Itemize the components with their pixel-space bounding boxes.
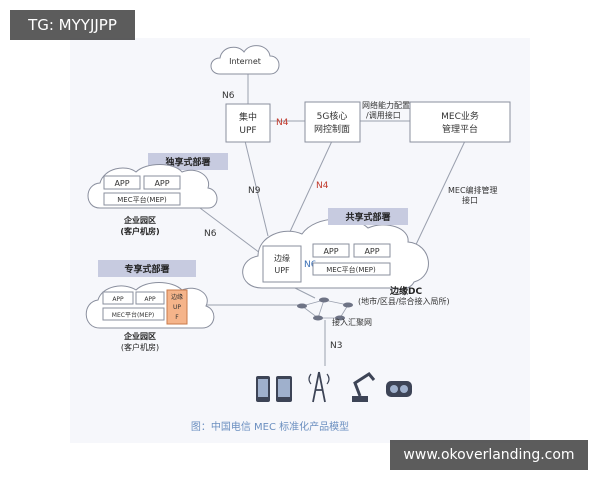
exclusive-mep: MEC平台(MEP) (112, 311, 154, 319)
central-upf-line1: 集中 (239, 111, 257, 123)
exclusive-deployment: 专享式部署 APP APP MEC平台(MEP) 边缘 UP F 企业园区 (客… (85, 260, 215, 352)
mec-business-line1: MEC业务 (441, 110, 479, 122)
small-edge-upf-line2: UP (173, 304, 181, 311)
shared-title: 共享式部署 (345, 211, 390, 223)
watermark-tag: TG: MYYJJPP (10, 10, 135, 40)
n4-mid-line (287, 140, 333, 237)
exclusive-campus-line2: (客户机房) (121, 342, 159, 352)
n6-left-line (199, 207, 261, 254)
cell-tower-icon (308, 371, 330, 403)
core-5g-line2: 网控制面 (314, 123, 350, 135)
n6-top-label: N6 (222, 91, 235, 101)
exclusive-app-2: APP (144, 296, 156, 303)
edge-upf-line1: 边缘 (274, 253, 290, 263)
edge-upf-line2: UPF (274, 266, 290, 275)
dedicated-title: 独享式部署 (164, 156, 210, 168)
n9-line (244, 140, 269, 237)
shared-mep: MEC平台(MEP) (326, 265, 376, 274)
aggregation-net-label: 接入汇聚网 (332, 317, 372, 327)
aggregation-network-icon (297, 297, 353, 321)
watermark-site: www.okoverlanding.com (390, 440, 588, 470)
figure-caption: 图：中国电信 MEC 标准化产品模型 (191, 420, 349, 433)
dedicated-deployment: 独享式部署 APP APP MEC平台(MEP) 企业园区 (客户机房) (87, 153, 228, 236)
n4-top-label: N4 (276, 118, 289, 128)
dedicated-campus-line1: 企业园区 (123, 215, 156, 225)
capability-label-line1: 网络能力配置 (362, 100, 410, 110)
small-edge-upf-line1: 边缘 (171, 293, 183, 301)
orchestration-line (411, 140, 466, 254)
n6-left-label: N6 (204, 229, 217, 239)
device-icons (256, 371, 412, 403)
exclusive-title: 专享式部署 (124, 263, 169, 275)
exclusive-app-1: APP (112, 296, 124, 303)
n9-label: N9 (248, 186, 261, 196)
dedicated-app-2: APP (154, 179, 169, 188)
mec-business-box: MEC业务 管理平台 (409, 101, 511, 143)
tablet-icon (276, 376, 292, 402)
shared-deployment: 共享式部署 边缘 UPF N6 APP APP MEC平台(MEP) (242, 208, 429, 290)
core-5g-line1: 5G核心 (317, 110, 348, 122)
central-upf-line2: UPF (239, 126, 256, 136)
diagram-panel: Internet N6 集中 UPF N4 5G核心 网控制面 网络能力配置 /… (70, 38, 530, 443)
small-edge-upf-line3: F (175, 314, 179, 321)
n3-label: N3 (330, 341, 342, 351)
central-upf-box: 集中 UPF (225, 103, 271, 143)
internet-cloud: Internet (210, 45, 280, 75)
mec-business-line2: 管理平台 (442, 123, 478, 135)
dedicated-mep: MEC平台(MEP) (117, 195, 167, 204)
dedicated-app-1: APP (114, 179, 129, 188)
core-5g-box: 5G核心 网控制面 (304, 101, 361, 143)
architecture-diagram: Internet N6 集中 UPF N4 5G核心 网控制面 网络能力配置 /… (85, 45, 511, 433)
shared-app-2: APP (364, 247, 379, 256)
orchestration-label-line2: 接口 (462, 195, 478, 205)
edge-dc-label: 边缘DC (389, 285, 422, 297)
orchestration-label-line1: MEC编排管理 (448, 185, 498, 195)
edge-dc-sublabel: (地市/区县/综合接入局所) (358, 296, 450, 306)
n4-mid-label: N4 (316, 181, 329, 191)
capability-label-line2: /调用接口 (366, 110, 401, 120)
robot-arm-icon (352, 372, 376, 402)
shared-app-1: APP (323, 247, 338, 256)
internet-label: Internet (229, 57, 261, 66)
dedicated-campus-line2: (客户机房) (120, 226, 159, 236)
connection-lines (199, 74, 466, 366)
exclusive-campus-line1: 企业园区 (123, 331, 156, 341)
phone-icon (256, 376, 270, 402)
vr-headset-icon (386, 381, 412, 397)
n6-inner-label: N6 (304, 260, 317, 270)
